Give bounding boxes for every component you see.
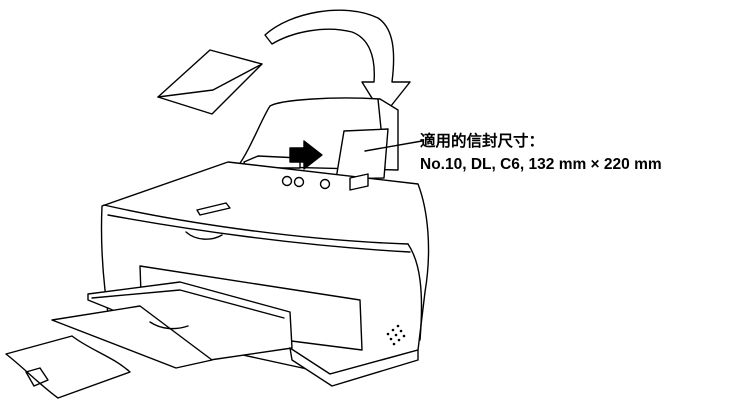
envelope-size-callout: 適用的信封尺寸： No.10, DL, C6, 132 mm × 220 mm bbox=[420, 130, 662, 176]
printer-base bbox=[289, 347, 419, 387]
push-arrow-icon bbox=[289, 140, 323, 170]
envelope-icon bbox=[157, 49, 263, 115]
loaded-envelope bbox=[335, 128, 423, 180]
callout-sizes: No.10, DL, C6, 132 mm × 220 mm bbox=[420, 156, 662, 173]
control-buttons bbox=[281, 173, 369, 191]
callout-title: 適用的信封尺寸： bbox=[420, 133, 545, 150]
output-tray bbox=[5, 281, 293, 399]
curved-arrow-icon bbox=[264, 9, 411, 117]
